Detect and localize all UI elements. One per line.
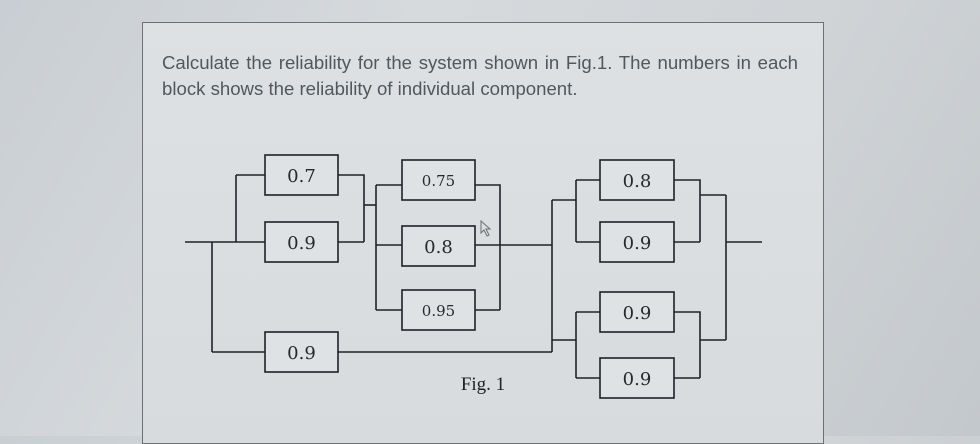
block-b1-value: 0.75 <box>422 172 455 190</box>
block-b3-value: 0.95 <box>422 302 455 320</box>
block-d2-box <box>599 221 675 263</box>
block-d2: 0.9 <box>599 221 675 263</box>
block-b3-box <box>401 289 476 331</box>
block-d4-box <box>599 357 675 399</box>
block-d2-value: 0.9 <box>623 233 652 254</box>
block-b1-box <box>401 159 476 201</box>
block-d1-box <box>599 159 675 201</box>
block-a2-box <box>264 221 339 263</box>
block-d4-value: 0.9 <box>623 369 652 390</box>
block-a2-value: 0.9 <box>287 233 316 254</box>
block-d3-box <box>599 291 675 333</box>
question-text: Calculate the reliability for the system… <box>162 52 798 99</box>
block-a2: 0.9 <box>264 221 339 263</box>
block-b1: 0.75 <box>401 159 476 201</box>
block-a1-value: 0.7 <box>287 166 316 187</box>
block-d1-value: 0.8 <box>623 171 652 192</box>
block-a1: 0.7 <box>264 154 339 196</box>
block-b2-value: 0.8 <box>424 237 453 258</box>
paper-sheet <box>142 22 824 444</box>
block-d3-value: 0.9 <box>623 303 652 324</box>
block-b2-box <box>401 225 476 267</box>
block-b3: 0.95 <box>401 289 476 331</box>
block-d3: 0.9 <box>599 291 675 333</box>
block-a1-box <box>264 154 339 196</box>
figure-caption: Fig. 1 <box>461 374 505 395</box>
block-d1: 0.8 <box>599 159 675 201</box>
block-c1: 0.9 <box>264 331 339 373</box>
block-c1-box <box>264 331 339 373</box>
mouse-cursor-icon <box>480 219 492 237</box>
block-d4: 0.9 <box>599 357 675 399</box>
block-b2: 0.8 <box>401 225 476 267</box>
block-c1-value: 0.9 <box>287 343 316 364</box>
connection-wires <box>185 174 762 379</box>
